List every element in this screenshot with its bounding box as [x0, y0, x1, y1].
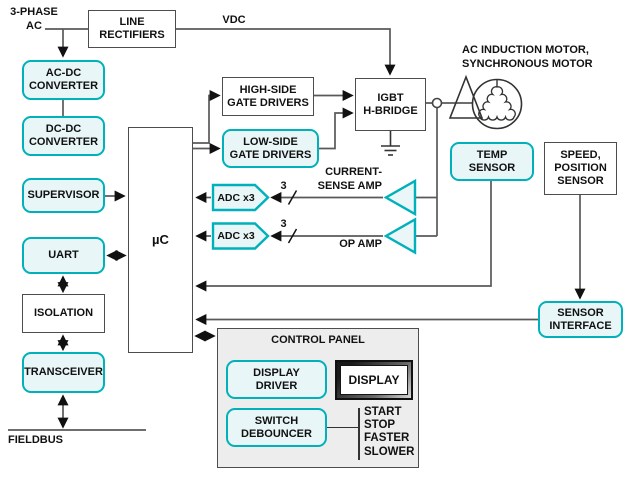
- block-switch-debouncer[interactable]: SWITCH DEBOUNCER: [226, 408, 327, 447]
- fieldbus-label: FIELDBUS: [8, 434, 63, 446]
- op-amp-shape[interactable]: [383, 217, 417, 255]
- wire-lowside-igbt: [319, 107, 354, 150]
- vdc-label: VDC: [222, 14, 246, 26]
- panel-button-label: FASTER: [364, 432, 410, 445]
- block-ac-dc-converter[interactable]: AC-DC CONVERTER: [22, 60, 105, 100]
- block-low-side-gate-drivers[interactable]: LOW-SIDE GATE DRIVERS: [222, 129, 319, 168]
- buttons-bracket-line: [358, 408, 360, 460]
- block-display-driver[interactable]: DISPLAY DRIVER: [226, 360, 327, 399]
- motor-label: AC INDUCTION MOTOR, SYNCHRONOUS MOTOR: [462, 44, 593, 70]
- display-bezel: DISPLAY: [335, 360, 413, 400]
- block-dc-dc-converter[interactable]: DC-DC CONVERTER: [22, 116, 105, 156]
- block-high-side-gate-drivers: HIGH-SIDE GATE DRIVERS: [222, 77, 314, 116]
- block-line-rectifiers: LINE RECTIFIERS: [88, 10, 176, 48]
- panel-button-label: STOP: [364, 419, 396, 432]
- block-transceiver[interactable]: TRANSCEIVER: [22, 352, 105, 393]
- op-amp-label: OP AMP: [339, 238, 382, 250]
- bus-slash-bottom: [287, 228, 298, 244]
- block-uart[interactable]: UART: [22, 237, 105, 274]
- three-phase-ac-label: 3-PHASE AC: [10, 6, 58, 32]
- panel-button-label: SLOWER: [364, 445, 415, 458]
- block-microcontroller: µC: [128, 127, 193, 353]
- adc-top-label: ADC x3: [217, 191, 255, 204]
- block-isolation: ISOLATION: [22, 294, 105, 333]
- wire-vdc: [174, 28, 396, 76]
- bus-width-bottom-label: 3: [280, 218, 287, 230]
- current-sense-amp-label: CURRENT- SENSE AMP: [317, 166, 382, 192]
- node-circle: [431, 97, 443, 109]
- bus-slash-top: [287, 190, 298, 205]
- block-sensor-interface[interactable]: SENSOR INTERFACE: [538, 301, 623, 338]
- adc-bottom-label: ADC x3: [217, 229, 255, 242]
- ground-symbol: [381, 131, 400, 156]
- block-speed-position-sensor: SPEED, POSITION SENSOR: [544, 142, 617, 195]
- display-screen: DISPLAY: [340, 365, 408, 395]
- bus-width-top-label: 3: [280, 180, 287, 192]
- current-sense-amp-shape[interactable]: [383, 178, 417, 217]
- block-supervisor[interactable]: SUPERVISOR: [22, 178, 105, 213]
- panel-button-list: START STOP FASTER SLOWER: [364, 406, 414, 459]
- block-igbt-h-bridge: IGBT H-BRIDGE: [355, 78, 426, 131]
- block-temp-sensor[interactable]: TEMP SENSOR: [450, 142, 534, 181]
- adc-bottom-shape[interactable]: [211, 222, 270, 250]
- motor-icon: [448, 74, 523, 130]
- wire-uc-highside: [193, 89, 221, 144]
- control-panel: CONTROL PANEL DISPLAY DRIVER DISPLAY SWI…: [217, 328, 419, 468]
- wire-temp-uc: [195, 181, 492, 292]
- control-panel-title: CONTROL PANEL: [271, 334, 365, 346]
- adc-top-shape[interactable]: [211, 183, 270, 212]
- wire-debouncer-buttons: [327, 426, 359, 429]
- panel-button-label: START: [364, 406, 402, 418]
